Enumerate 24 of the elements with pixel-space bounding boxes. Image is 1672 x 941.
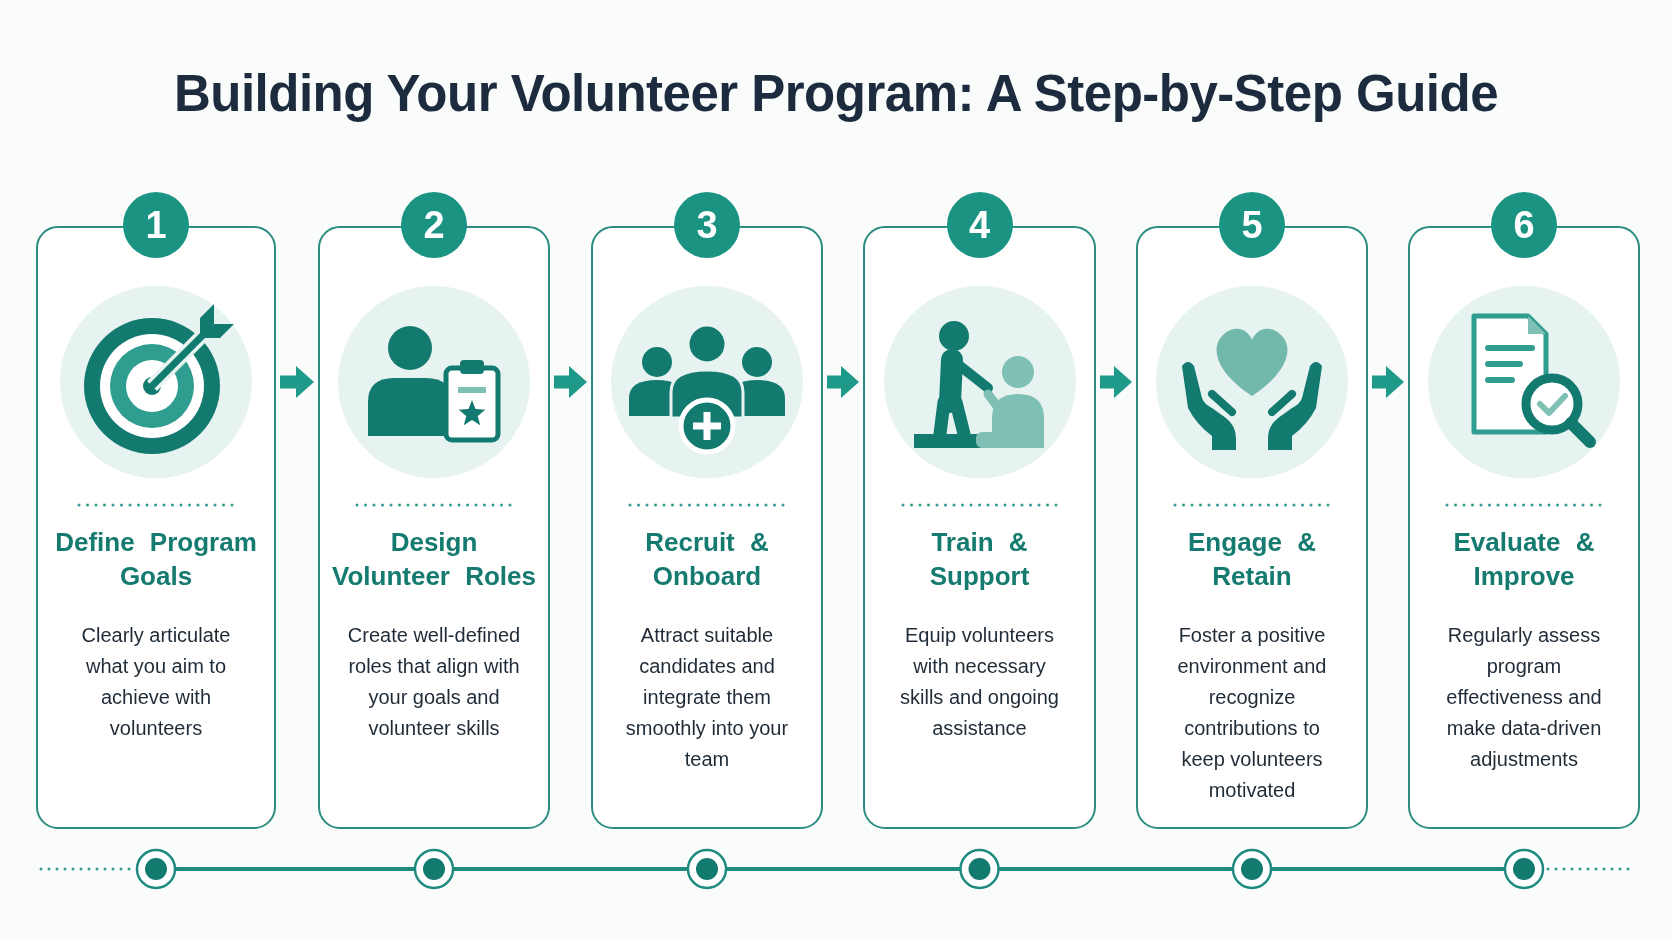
title: Building Your Volunteer Program: A Step-by-Step Guide (173, 64, 1499, 124)
arrow (827, 366, 859, 398)
step-heading: Evaluate & Improve (1452, 526, 1596, 593)
step-number-badge: 5 (1219, 192, 1285, 258)
step-heading: Define Program Goals (54, 526, 258, 593)
step-description: Regularly assess program effectiveness and make data-driven adjustments (1445, 623, 1603, 772)
arrow (554, 366, 587, 398)
step-heading: Design Volunteer Roles (331, 526, 537, 593)
arrow (1100, 366, 1132, 398)
step-description: Foster a positive environment and recognize contributions to keep volunteers motivated (1176, 623, 1328, 803)
step-description: Attract suitable candidates and integrate them smoothly into your team (624, 623, 790, 772)
step-number-badge: 4 (946, 192, 1013, 258)
step-description: Clearly articulate what you aim to achieve with volunteers (80, 623, 232, 741)
step-description: Equip volunteers with necessary skills and ongoing assistance (899, 623, 1060, 741)
step-heading: Engage & Retain (1187, 526, 1317, 593)
arrow (280, 366, 314, 398)
step-heading: Train & Support (928, 526, 1031, 593)
step-number-badge: 6 (1491, 192, 1557, 258)
arrow (1372, 366, 1404, 398)
step-number-badge: 3 (674, 192, 740, 258)
step-heading: Recruit & Onboard (644, 526, 770, 593)
step-description: Create well-defined roles that align with your goals and volunteer skills (346, 623, 522, 741)
step-number-badge: 1 (123, 192, 189, 258)
step-number-badge: 2 (401, 192, 467, 258)
